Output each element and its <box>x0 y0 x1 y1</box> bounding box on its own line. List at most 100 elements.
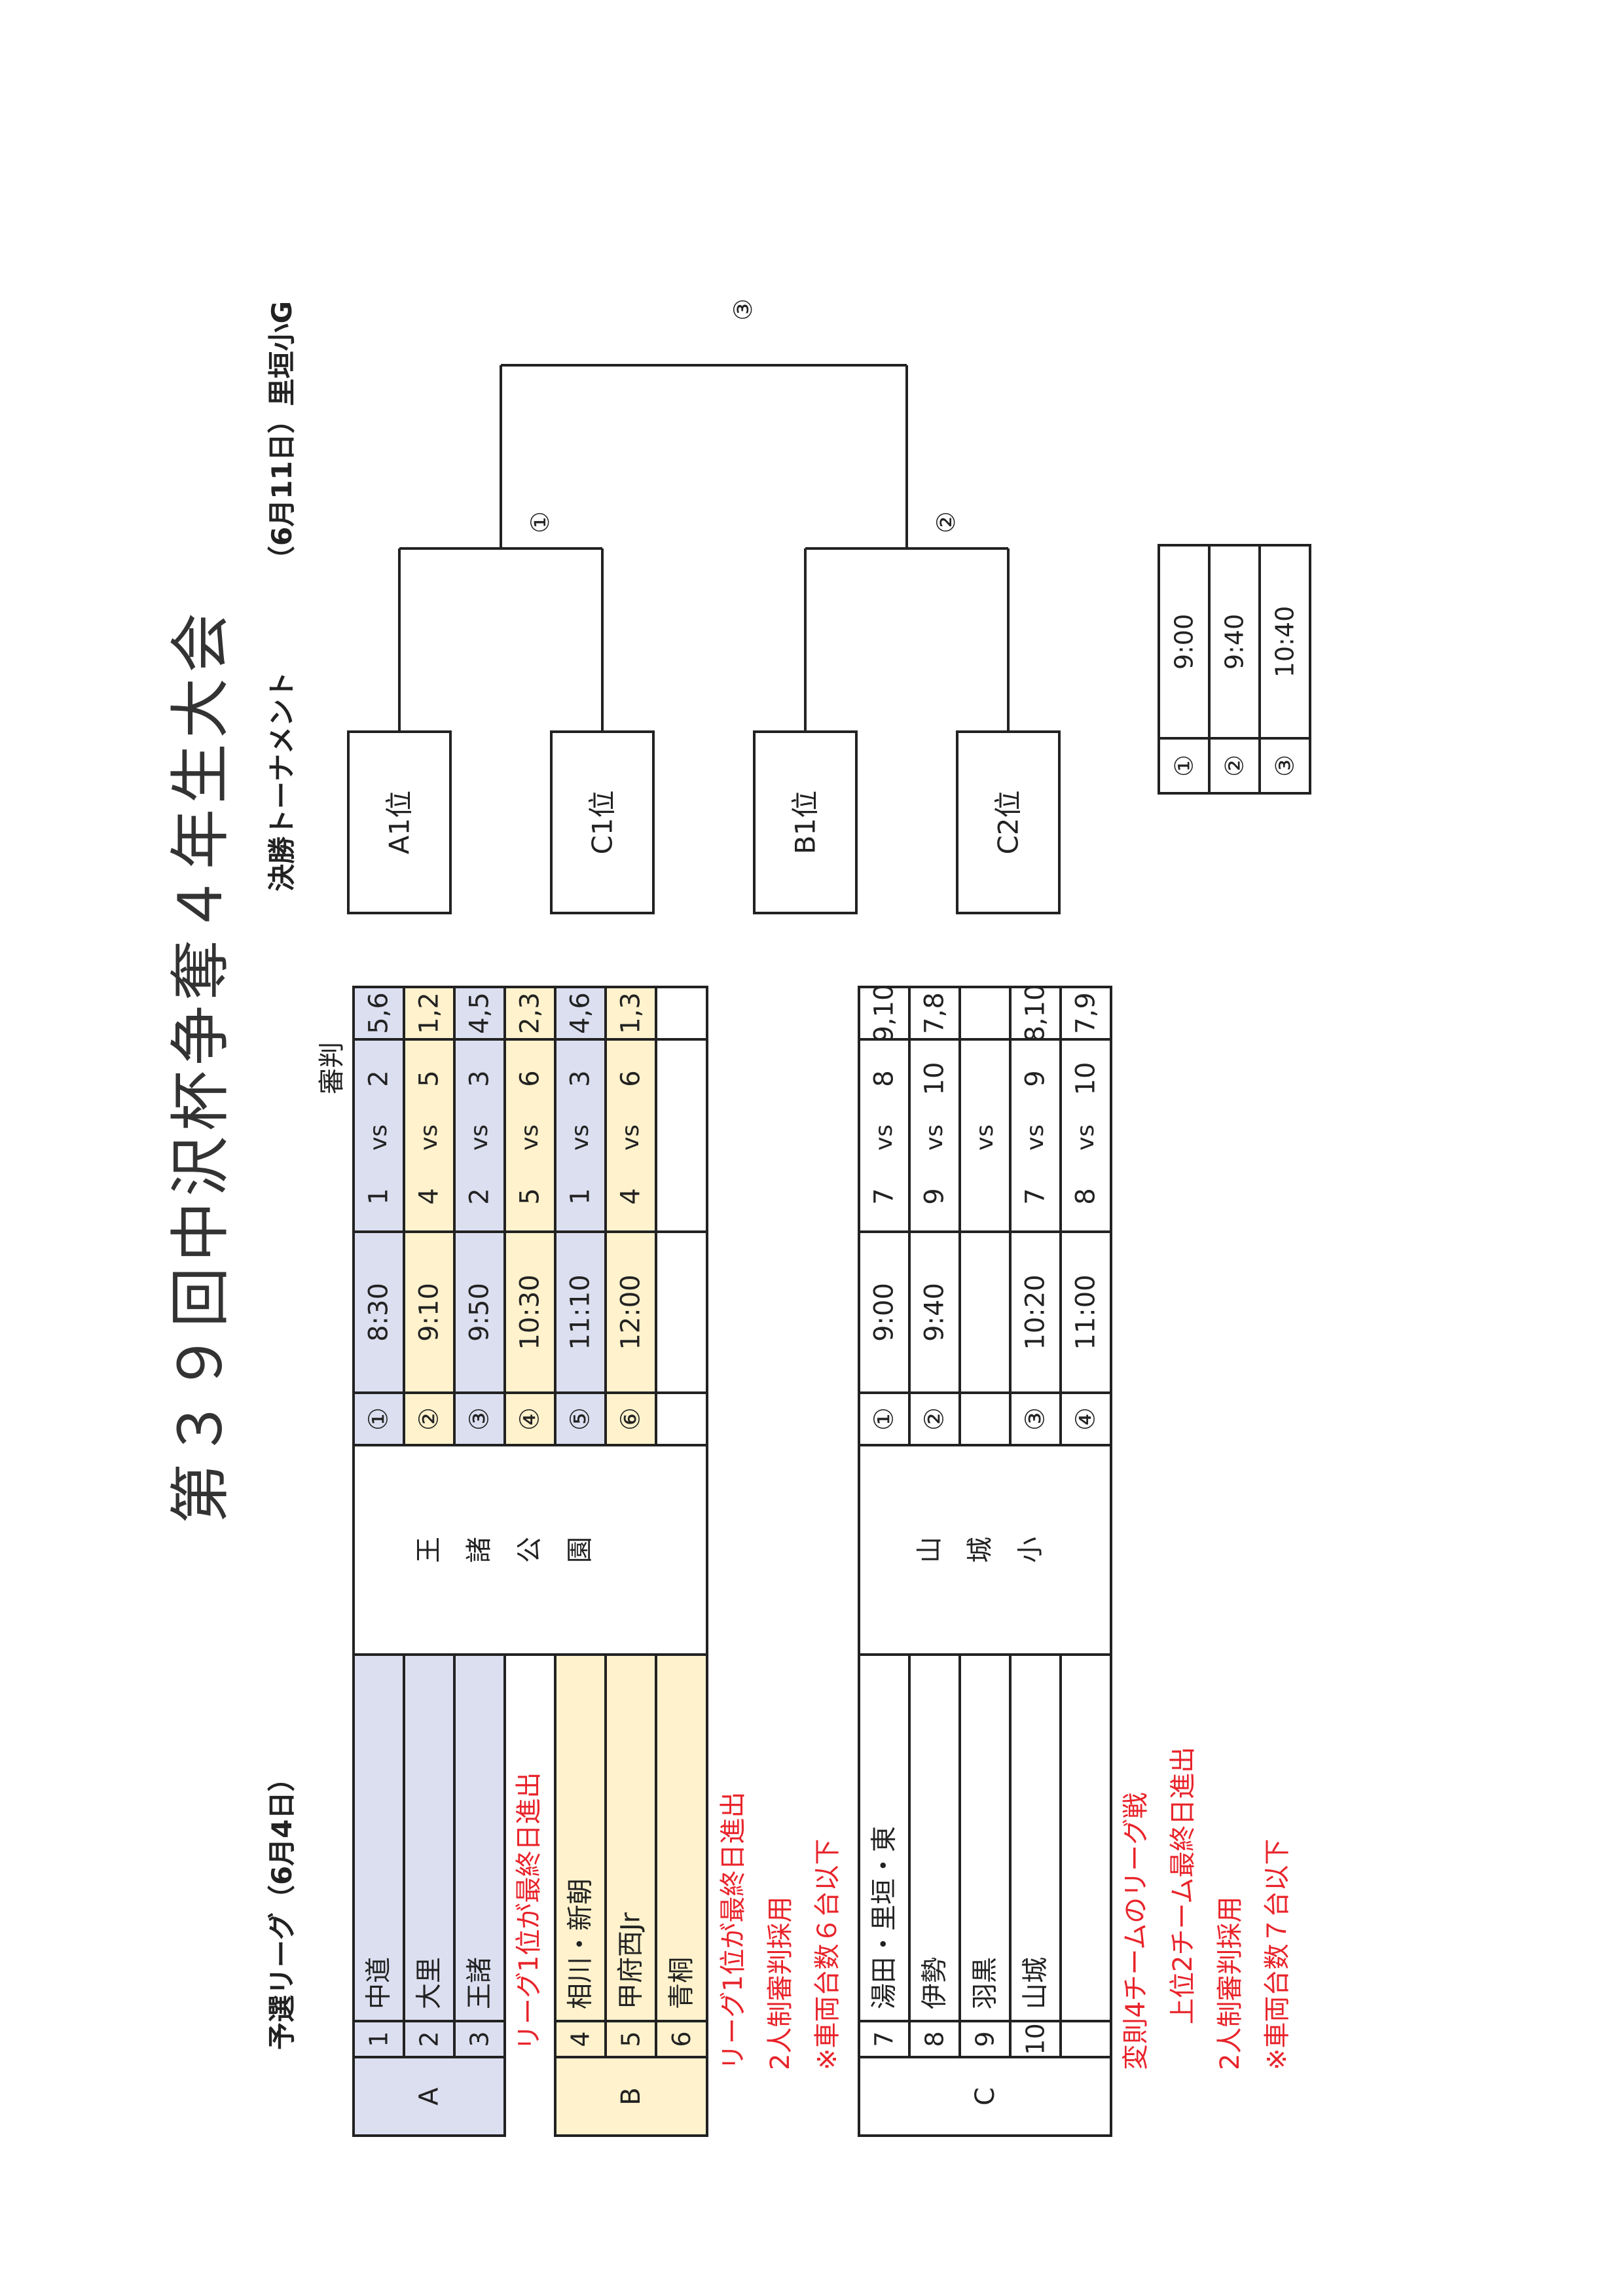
match-referee: 7,8 <box>920 992 950 1034</box>
match-vs: vs <box>871 1124 898 1151</box>
match-referee-cell <box>655 986 708 1041</box>
match-time: 9:10 <box>414 1283 445 1342</box>
team-name: 王諸 <box>465 1957 495 2009</box>
match-time-cell <box>655 1230 708 1394</box>
match-time: 9:50 <box>465 1283 495 1342</box>
match-number: ③ <box>465 1407 495 1431</box>
match-number: ④ <box>1071 1407 1101 1431</box>
group-b-label: B <box>616 2087 646 2105</box>
schedule-number: ① <box>1170 755 1199 777</box>
match-time: 9:00 <box>869 1283 900 1342</box>
team-name: 相川・新朝 <box>566 1878 596 2009</box>
schedule-time-cell <box>1258 544 1311 740</box>
match-referee-cell <box>1059 986 1112 1041</box>
group-b-note: リーグ1位が最終日進出 <box>718 1792 748 2070</box>
match-away: 10 <box>1071 1062 1101 1096</box>
team-number: 5 <box>617 2031 646 2047</box>
match-away: 6 <box>515 1070 545 1086</box>
team-number: 9 <box>971 2031 1000 2047</box>
team-name: 羽黒 <box>970 1957 1000 2009</box>
match-number: ⑤ <box>566 1407 596 1431</box>
match-referee: 8,10 <box>1021 984 1051 1042</box>
match-time: 8:30 <box>364 1283 394 1342</box>
match-away: 3 <box>566 1070 596 1086</box>
team-name: 青桐 <box>666 1957 697 2009</box>
schedule-time: 10:40 <box>1271 606 1300 678</box>
venue-1-char: 王 <box>414 1537 444 1563</box>
match-home: 1 <box>364 1188 394 1204</box>
match-vs: vs <box>365 1124 392 1151</box>
venue-2-char: 山 <box>915 1537 945 1563</box>
team-number: 8 <box>921 2031 949 2047</box>
match-referee: 1,3 <box>616 992 646 1034</box>
match-time: 9:40 <box>920 1283 950 1342</box>
match-home: 7 <box>869 1188 900 1204</box>
venue-1-char: 諸 <box>464 1537 494 1563</box>
match-number-cell <box>958 1391 1012 1446</box>
team-number: 4 <box>566 2031 595 2047</box>
match-home: 2 <box>465 1188 495 1204</box>
team-number: 7 <box>870 2031 899 2047</box>
match-referee: 4,5 <box>465 992 495 1034</box>
team-name: 中道 <box>364 1957 394 2009</box>
match-number: ② <box>414 1407 445 1431</box>
match-number: ④ <box>515 1407 545 1431</box>
match-time: 12:00 <box>616 1274 646 1350</box>
schedule-time: 9:00 <box>1170 614 1199 670</box>
match-number: ① <box>869 1407 900 1431</box>
match-vs: vs <box>416 1124 443 1151</box>
bracket-match-1: ① <box>526 511 555 533</box>
venue-1-char: 公 <box>515 1537 545 1563</box>
seed-label: C1位 <box>587 790 619 854</box>
page-title: 第３９回中沢杯争奪４年生大会 <box>166 607 236 1524</box>
seed-label: B1位 <box>790 791 822 855</box>
team-name: 甲府西Jr <box>616 1912 646 2009</box>
bracket-match-2: ② <box>932 511 960 533</box>
match-referee-cell <box>958 986 1012 1041</box>
venue-2-char: 小 <box>1015 1537 1046 1563</box>
match-vs: vs <box>466 1124 493 1151</box>
team-number: 1 <box>365 2031 393 2047</box>
match-time: 11:00 <box>1071 1274 1101 1350</box>
team-number-cell <box>1059 2020 1112 2058</box>
match-time: 10:30 <box>515 1274 545 1350</box>
team-number: 10 <box>1021 2023 1050 2054</box>
match-number: ③ <box>1021 1407 1051 1431</box>
match-home: 1 <box>566 1188 596 1204</box>
match-away: 8 <box>869 1070 900 1086</box>
match-vs: vs <box>567 1124 594 1151</box>
group-a-label: A <box>414 2087 445 2106</box>
match-vs: vs <box>617 1124 644 1151</box>
team-name-cell <box>1059 1653 1112 2022</box>
group-b-note: ※車両台数６台以下 <box>812 1839 843 2070</box>
prelim-heading: 予選リーグ（6月4日） <box>266 1765 298 2050</box>
team-name: 大里 <box>414 1957 445 2009</box>
match-away: 6 <box>616 1070 646 1086</box>
team-name: 伊勢 <box>920 1957 950 2009</box>
group-b-note: 2人制審判採用 <box>765 1897 795 2070</box>
match-time: 10:20 <box>1021 1274 1051 1350</box>
match-referee: 1,2 <box>414 992 445 1034</box>
venue-1-char: 園 <box>565 1537 595 1563</box>
match-referee: 5,6 <box>364 992 394 1034</box>
match-referee: 9,10 <box>869 984 900 1042</box>
match-home: 7 <box>1021 1188 1051 1204</box>
venue-2-char: 城 <box>965 1537 995 1563</box>
match-vs: vs <box>972 1124 998 1151</box>
match-away: 9 <box>1021 1070 1051 1086</box>
schedule-number: ③ <box>1271 755 1300 777</box>
group-c-note: 上位2チーム最終日進出 <box>1168 1747 1198 2024</box>
referee-header: 審判 <box>317 1042 347 1094</box>
schedule-time: 9:40 <box>1220 614 1249 670</box>
match-vs: vs <box>517 1124 543 1151</box>
group-c-label: C <box>970 2087 1000 2106</box>
match-home: 5 <box>515 1188 545 1204</box>
match-home: 9 <box>920 1188 950 1204</box>
match-number: ② <box>920 1407 950 1431</box>
team-number: 3 <box>465 2031 494 2047</box>
schedule-number: ② <box>1220 755 1249 777</box>
match-number: ⑥ <box>616 1407 646 1431</box>
match-home: 4 <box>414 1188 445 1204</box>
match-referee: 2,3 <box>515 992 545 1034</box>
